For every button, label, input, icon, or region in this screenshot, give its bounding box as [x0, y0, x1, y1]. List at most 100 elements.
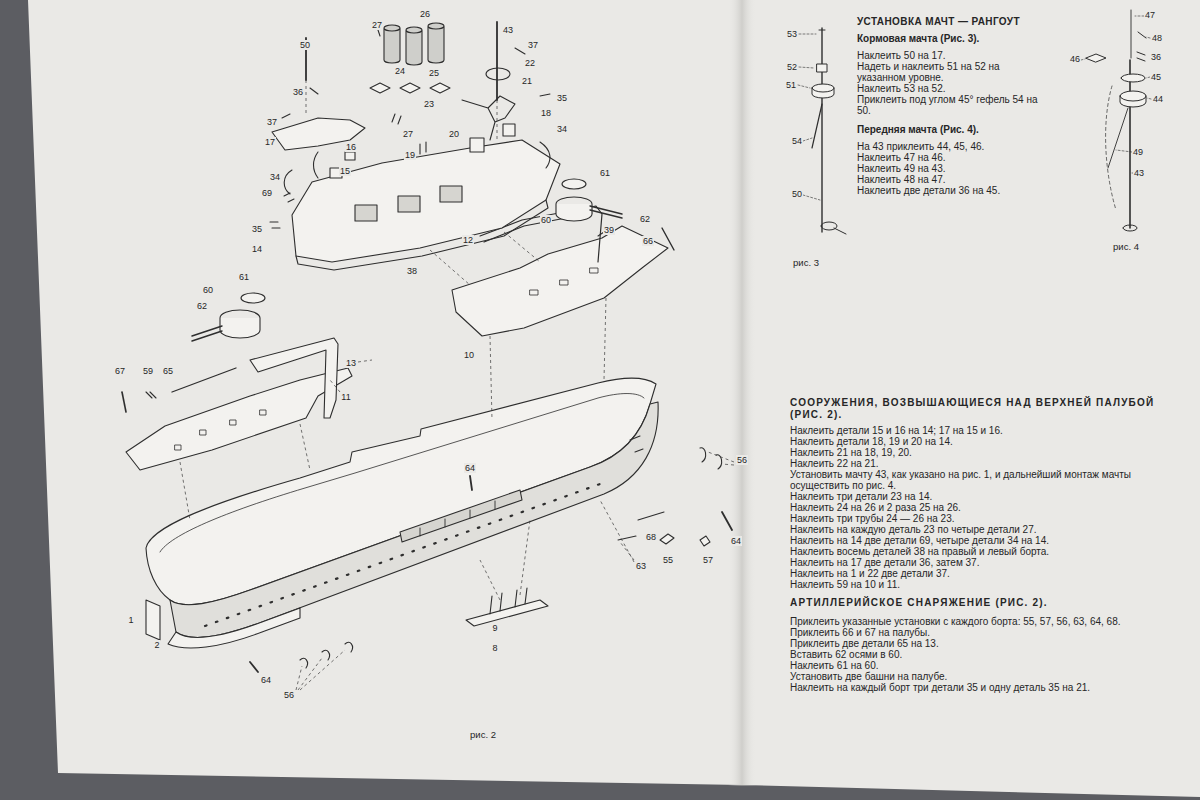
instruction-text: Наклеить на каждый борт три детали 35 и … [790, 682, 1195, 693]
callout-number: 13 [345, 358, 357, 368]
mast-platform [1120, 91, 1146, 107]
guide-line [180, 424, 310, 520]
guide-line [296, 650, 345, 690]
callout-number: 61 [238, 272, 250, 282]
callout-number: 68 [645, 532, 657, 542]
callout-number: 26 [419, 9, 431, 19]
turret-roof [562, 179, 586, 189]
callout-number: 11 [340, 392, 351, 402]
callout-number: 60 [540, 215, 552, 225]
bridge-wing [314, 152, 319, 178]
guide-line [497, 100, 498, 140]
page-fold [728, 0, 756, 786]
callout-number: 10 [463, 350, 475, 360]
small-fitting [515, 48, 525, 54]
instruction-text: Установить две башни на палубе. [790, 671, 1195, 682]
callout-number: 56 [736, 455, 748, 465]
subsection-heading: Кормовая мачта (Рис. 3). [857, 33, 1047, 44]
callout-number: 51 [785, 80, 797, 90]
callout-number: 60 [202, 285, 214, 295]
bracket-part [172, 368, 236, 392]
callout-number: 69 [261, 188, 273, 198]
callout-number: 46 [1069, 54, 1081, 64]
callout-number: 37 [266, 117, 278, 127]
instruction-text: Наклеить 53 на 52. [857, 83, 1047, 94]
callout-number: 39 [603, 225, 615, 235]
topmast [1131, 10, 1132, 58]
turret-roof [241, 293, 265, 303]
deck-openings [175, 410, 266, 450]
instruction-text: Наклеить на 1 и 22 две детали 37. [790, 568, 1190, 579]
superstructure-deck [292, 140, 560, 262]
callout-number: 50 [791, 189, 803, 199]
mast-plate [1086, 54, 1106, 62]
leader-lines [1081, 16, 1151, 173]
guide-line [306, 80, 307, 116]
instruction-column: УСТАНОВКА МАЧТ — РАНГОУТКормовая мачта (… [857, 16, 1047, 196]
guide-line [708, 452, 734, 465]
callout-number: 23 [423, 99, 435, 109]
funnel [406, 27, 422, 65]
guide-line [600, 500, 634, 562]
small-fitting [310, 88, 318, 94]
callout-number: 35 [556, 93, 568, 103]
mast-ring [486, 68, 510, 80]
funnel-openings [355, 186, 462, 221]
gun-barrels [590, 206, 622, 218]
stern-plate [146, 600, 160, 640]
mast [821, 28, 822, 232]
mast-cap [819, 30, 825, 31]
guide-line [480, 520, 530, 600]
callout-number: 38 [406, 266, 418, 276]
instruction-text: Наклеить 61 на 60. [790, 660, 1195, 671]
callout-number: 1 [127, 615, 134, 625]
instruction-text: Установить мачту 43, как указано на рис.… [790, 469, 1190, 491]
callout-number: 47 [1144, 10, 1156, 20]
casemate-strip [400, 490, 522, 542]
callout-number: 61 [599, 168, 611, 178]
instruction-text: Наклеить на 17 две детали 36, затем 37. [790, 557, 1190, 568]
turret-body [556, 197, 592, 221]
instruction-text: Наклеить на каждую деталь 23 по четыре д… [790, 524, 1190, 535]
subsection-heading: Передняя мачта (Рис. 4). [857, 124, 1047, 135]
callout-number: 55 [662, 555, 674, 565]
guide-line [490, 298, 606, 420]
instruction-text: Приклеить указанные установки с каждого … [790, 616, 1195, 627]
callout-number: 36 [292, 87, 304, 97]
callout-number: 35 [251, 224, 263, 234]
gun-barrels [192, 326, 222, 341]
section-heading: СООРУЖЕНИЯ, ВОЗВЫШАЮЩИЕСЯ НАД ВЕРХНЕЙ ПА… [790, 397, 1190, 421]
stand-base [466, 600, 548, 626]
instruction-text: Наклеить детали 18, 19 и 20 на 14. [790, 436, 1190, 447]
aft-mast-figure [798, 28, 846, 234]
callout-number: 2 [153, 640, 160, 650]
callout-number: 19 [404, 150, 416, 160]
mast-base [821, 222, 846, 234]
callout-number: 18 [540, 108, 552, 118]
bridge-blocks [470, 124, 515, 152]
small-fitting [378, 30, 401, 124]
mast-platform [812, 84, 834, 98]
instruction-text: Наклеить три детали 23 на 14. [790, 491, 1190, 502]
instruction-text: Наклеить 49 на 43. [857, 163, 1047, 174]
turret-body [220, 310, 260, 338]
callout-number: 65 [162, 366, 174, 376]
callout-number: 20 [448, 129, 460, 139]
callout-number: 50 [299, 40, 311, 50]
section-heading: АРТИЛЛЕРИЙСКОЕ СНАРЯЖЕНИЕ (РИС. 2). [790, 597, 1195, 609]
funnel [428, 23, 444, 63]
instruction-text: Наклеить 47 на 46. [857, 152, 1047, 163]
instruction-text: Приклеить 66 и 67 на палубы. [790, 627, 1195, 638]
assembly-guide-lines [180, 80, 734, 690]
instruction-column: СООРУЖЕНИЯ, ВОЗВЫШАЮЩИЕСЯ НАД ВЕРХНЕЙ ПА… [790, 397, 1190, 590]
small-fitting [284, 193, 294, 202]
small-fitting [420, 142, 426, 154]
instruction-text: На 43 приклеить 44, 45, 46. [857, 141, 1047, 152]
callout-number: 37 [527, 40, 539, 50]
callout-number: 43 [1133, 168, 1145, 178]
instruction-text: Вставить 62 осями в 60. [790, 649, 1195, 660]
callout-number: 43 [502, 25, 514, 35]
instruction-text: Наклеить две детали 36 на 45. [857, 185, 1047, 196]
